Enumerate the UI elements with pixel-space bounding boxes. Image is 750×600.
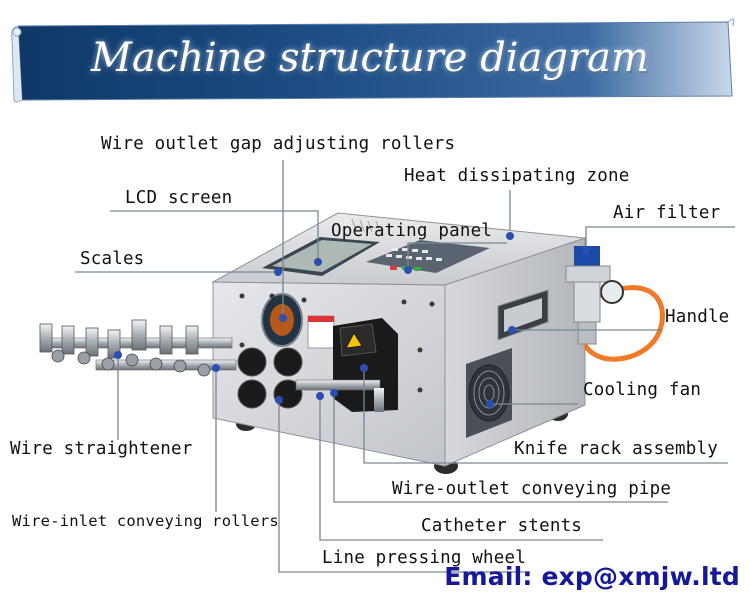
label-air-filter: Air filter xyxy=(613,203,721,223)
label-cooling-fan: Cooling fan xyxy=(583,380,702,400)
label-operating-panel: Operating panel xyxy=(331,221,493,241)
cutting-machine xyxy=(211,212,586,474)
label-wire-outlet-gap-rollers: Wire outlet gap adjusting rollers xyxy=(101,134,456,154)
label-wire-outlet-conveying-pipe: Wire-outlet conveying pipe xyxy=(392,479,672,499)
leader-catheter-stents xyxy=(319,396,603,541)
label-wire-straightener: Wire straightener xyxy=(10,439,193,459)
leader-lcd-screen xyxy=(110,210,319,262)
label-knife-rack-assembly: Knife rack assembly xyxy=(514,439,718,459)
wire-inlet-rollers xyxy=(237,347,303,409)
leader-knife-rack xyxy=(363,365,728,464)
contact-email: Email: exp@xmjw.ltd xyxy=(444,561,740,591)
page-title: Machine structure diagram xyxy=(91,35,649,81)
label-handle: Handle xyxy=(665,307,730,327)
air-filter xyxy=(565,246,665,362)
leader-dots xyxy=(114,232,590,408)
leader-line-pressing-wheel xyxy=(278,400,530,573)
label-wire-inlet-conveying-rollers: Wire-inlet conveying rollers xyxy=(12,512,279,530)
label-catheter-stents: Catheter stents xyxy=(421,516,583,536)
title-banner xyxy=(11,18,735,103)
leader-air-filter xyxy=(585,226,735,246)
leader-wire-outlet-pipe xyxy=(333,393,668,503)
wire-straightener xyxy=(39,319,237,377)
leader-operating-panel xyxy=(407,242,507,270)
label-line-pressing-wheel: Line pressing wheel xyxy=(322,548,526,568)
label-scales: Scales xyxy=(80,249,145,269)
label-lcd-screen: LCD screen xyxy=(125,188,233,208)
label-heat-dissipating-zone: Heat dissipating zone xyxy=(404,166,630,186)
leader-lines xyxy=(75,160,735,573)
cooling-fan xyxy=(466,348,512,438)
